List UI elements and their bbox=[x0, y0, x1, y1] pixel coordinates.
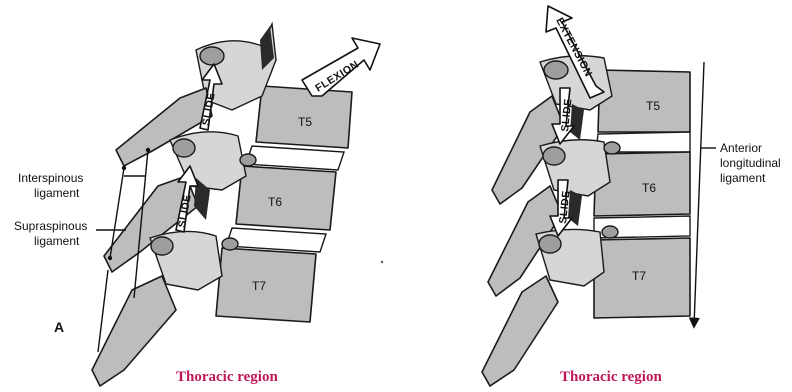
right-body-t5 bbox=[598, 70, 690, 132]
left-panel-flexion: FLEXION SLIDE SLIDE T5 T6 T7 Interspinou… bbox=[14, 24, 380, 386]
left-facet-t6 bbox=[173, 139, 195, 157]
anterior-ligament-line bbox=[694, 62, 704, 326]
flexion-arrow: FLEXION bbox=[302, 38, 380, 96]
right-costal-facet-t6 bbox=[604, 142, 620, 154]
right-costal-facet-t7 bbox=[602, 226, 618, 238]
left-facet-t7 bbox=[151, 237, 173, 255]
left-costal-facet-t7 bbox=[222, 238, 238, 250]
right-facet-t6 bbox=[543, 147, 565, 165]
left-facet-t5 bbox=[200, 47, 224, 65]
anterior-label-line1: Anterior bbox=[720, 141, 762, 155]
left-vertebral-bodies bbox=[216, 86, 352, 322]
left-label-t5: T5 bbox=[298, 115, 312, 129]
right-caption: Thoracic region bbox=[560, 369, 662, 385]
right-label-t6: T6 bbox=[642, 181, 656, 195]
right-label-t7: T7 bbox=[632, 269, 646, 283]
right-panel-extension: EXTENSION SLIDE SLIDE T5 T6 T7 Anterior … bbox=[482, 6, 781, 386]
panel-letter: A bbox=[54, 319, 64, 335]
supraspinous-label-line1: Supraspinous bbox=[14, 219, 87, 233]
left-label-t6: T6 bbox=[268, 195, 282, 209]
left-label-t7: T7 bbox=[252, 279, 266, 293]
supraspinous-label-line2: ligament bbox=[34, 234, 80, 248]
right-facet-t7 bbox=[539, 235, 561, 253]
anterior-ligament-arrow bbox=[694, 62, 716, 326]
right-label-t5: T5 bbox=[646, 99, 660, 113]
left-disc-t6-t7 bbox=[226, 228, 326, 252]
right-facet-t5 bbox=[544, 61, 568, 79]
stray-mark bbox=[381, 261, 383, 263]
left-caption: Thoracic region bbox=[176, 369, 278, 385]
left-costal-facet-t6 bbox=[240, 154, 256, 166]
left-body-t6 bbox=[236, 166, 336, 230]
interspinous-label-line1: Interspinous bbox=[18, 171, 83, 185]
anterior-label-line2: longitudinal bbox=[720, 156, 781, 170]
anterior-label-line3: ligament bbox=[720, 171, 766, 185]
interspinous-label-line2: ligament bbox=[34, 186, 80, 200]
